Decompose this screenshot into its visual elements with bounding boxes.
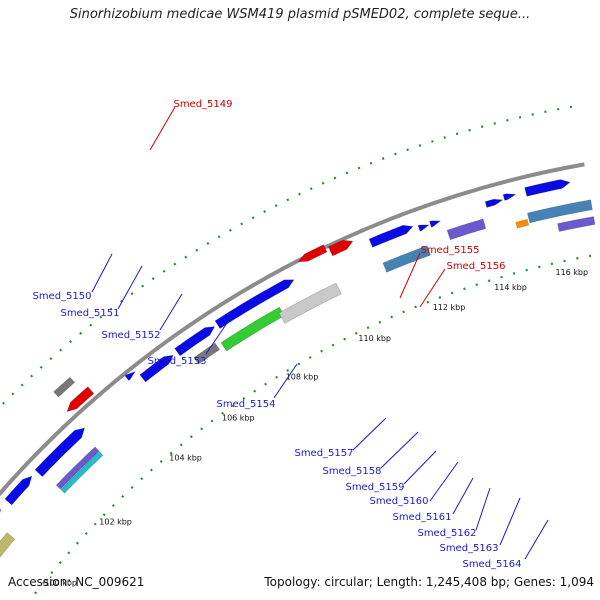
feature-cds-b	[139, 354, 174, 383]
leader-line	[149, 106, 176, 151]
feature-left-cyan	[60, 451, 104, 494]
tick-label: 100 kbp	[44, 579, 77, 588]
gene-label: Smed_5162	[417, 528, 476, 539]
leader-line	[475, 487, 491, 531]
feature-smed-5162	[502, 193, 517, 201]
leader-line	[159, 293, 183, 331]
feature-cds-c	[174, 326, 216, 357]
feature-left-slate	[55, 446, 100, 490]
feature-cds-left-c	[34, 427, 86, 478]
gene-labels: Smed_5149Smed_5155Smed_5156Smed_5150Smed…	[32, 99, 521, 570]
gene-label: Smed_5153	[147, 356, 206, 367]
leader-line	[273, 363, 298, 399]
accession-text: Accession: NC_009621	[8, 575, 145, 589]
tick-label: 110 kbp	[358, 334, 391, 343]
gene-label: Smed_5149	[173, 99, 232, 110]
gc-track-outer	[0, 105, 575, 409]
tick-labels: 100 kbp 102 kbp 104 kbp 106 kbp 108 kbp 110 k…	[44, 268, 588, 588]
leader-line	[419, 268, 446, 308]
feature-cds-left-b	[4, 475, 33, 506]
leader-line	[524, 519, 549, 560]
gene-label: Smed_5159	[345, 482, 404, 493]
feature-cds-d	[524, 179, 571, 197]
gene-label: Smed_5163	[439, 543, 498, 554]
topology-summary: Topology: circular; Length: 1,245,408 bp…	[264, 575, 594, 589]
label-leaders	[91, 106, 549, 560]
gene-label: Smed_5160	[369, 496, 428, 507]
leader-line	[403, 450, 437, 485]
backbone-circle	[0, 162, 585, 497]
gene-label: Smed_5161	[392, 512, 451, 523]
leader-line	[380, 431, 419, 469]
tick-label: 112 kbp	[433, 303, 466, 312]
feature-smed-5149	[66, 386, 95, 413]
feature-smed-5156	[328, 239, 354, 257]
gene-label: Smed_5154	[216, 399, 275, 410]
tick-label: 108 kbp	[286, 372, 319, 381]
feature-smed-5164	[527, 199, 593, 224]
feature-smed-5154-cds	[214, 279, 295, 329]
feature-smed-5160	[446, 218, 487, 241]
gene-label: Smed_5150	[32, 291, 91, 302]
feature-left-olive	[0, 532, 16, 558]
tick-label: 102 kbp	[99, 518, 132, 527]
tick-label: 104 kbp	[169, 454, 202, 463]
feature-smed-5164-b	[557, 216, 596, 232]
tick-label: 106 kbp	[222, 414, 255, 423]
feature-smed-5155	[297, 244, 328, 263]
feature-smed-5158	[417, 224, 430, 232]
feature-smed-5159	[429, 220, 442, 228]
gene-label: Smed_5157	[294, 448, 353, 459]
feature-smed-5157	[382, 245, 431, 273]
feature-smed-5161	[484, 198, 504, 208]
map-title: Sinorhizobium medicae WSM419 plasmid pSM…	[69, 7, 531, 22]
gene-label: Smed_5155	[420, 245, 479, 256]
feature-cds-left-a	[0, 508, 2, 514]
feature-cds-a	[124, 371, 136, 381]
leader-line	[117, 265, 143, 310]
leader-line	[452, 477, 474, 515]
feature-smed-5154	[278, 282, 342, 324]
feature-smed-5163	[515, 219, 530, 229]
gene-label: Smed_5158	[322, 466, 381, 477]
leader-line	[399, 252, 421, 299]
tick-label: 114 kbp	[494, 283, 527, 292]
gene-label: Smed_5152	[101, 330, 160, 341]
leader-line	[91, 253, 113, 293]
leader-line	[205, 319, 230, 355]
feature-tracks	[0, 179, 596, 558]
gene-label: Smed_5156	[446, 261, 505, 272]
tick-label: 116 kbp	[555, 268, 588, 277]
feature-5149-neighbor	[53, 376, 76, 398]
gene-label: Smed_5164	[462, 559, 521, 570]
leader-line	[499, 497, 521, 546]
backbone-ring	[0, 162, 585, 497]
leader-line	[429, 461, 459, 502]
gene-label: Smed_5151	[60, 308, 119, 319]
leader-line	[352, 417, 387, 451]
feature-smed-5157-cds	[368, 224, 414, 248]
